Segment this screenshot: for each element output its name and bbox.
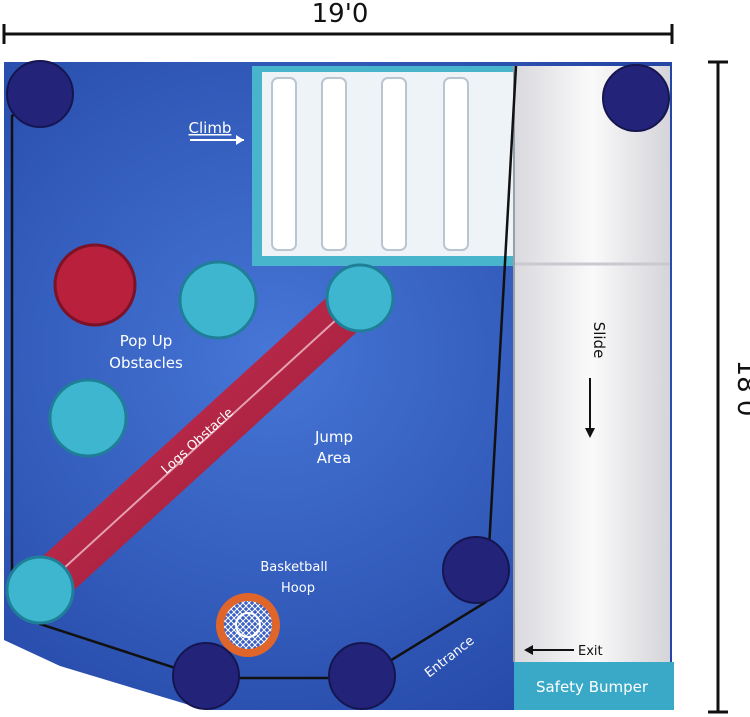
jump-area-label-line1: Jump: [314, 428, 353, 446]
entrance-post-bottom: [328, 642, 396, 710]
basketball-label-line2: Hoop: [281, 581, 315, 596]
slide: [513, 66, 670, 662]
climb-label-group: Climb: [189, 119, 244, 145]
climb-label: Climb: [189, 119, 232, 137]
slide-label-group: Slide: [585, 322, 608, 438]
log-end-bottom: [5, 555, 75, 625]
exit-label: Exit: [578, 644, 603, 659]
entrance-post-right: [442, 536, 510, 604]
log-end-top: [325, 263, 395, 333]
climb-wall: [252, 66, 518, 266]
basketball-hoop: [216, 593, 280, 657]
corner-post-top-left: [6, 60, 74, 128]
perimeter-net: [10, 65, 518, 680]
depth-label: 18'0: [731, 360, 750, 417]
pop-up-label-line1: Pop Up: [120, 332, 172, 350]
safety-bumper: Safety Bumper: [514, 662, 674, 710]
slide-label: Slide: [590, 322, 608, 359]
bottom-post: [172, 642, 240, 710]
safety-bumper-label: Safety Bumper: [536, 678, 649, 696]
basketball-label-line1: Basketball: [260, 560, 327, 575]
exit-label-group: Exit: [524, 644, 603, 659]
popup-obstacle-cyan-top: [178, 260, 258, 340]
jump-area-label-line2: Area: [317, 449, 352, 467]
corner-post-top-right: [602, 64, 670, 132]
width-label: 19'0: [312, 0, 369, 29]
popup-obstacle-red: [53, 243, 137, 327]
width-dimension: 19'0: [2, 0, 674, 44]
depth-dimension: 18'0: [708, 60, 750, 714]
pop-up-label-line2: Obstacles: [109, 354, 183, 372]
popup-obstacle-cyan-left: [48, 378, 128, 458]
